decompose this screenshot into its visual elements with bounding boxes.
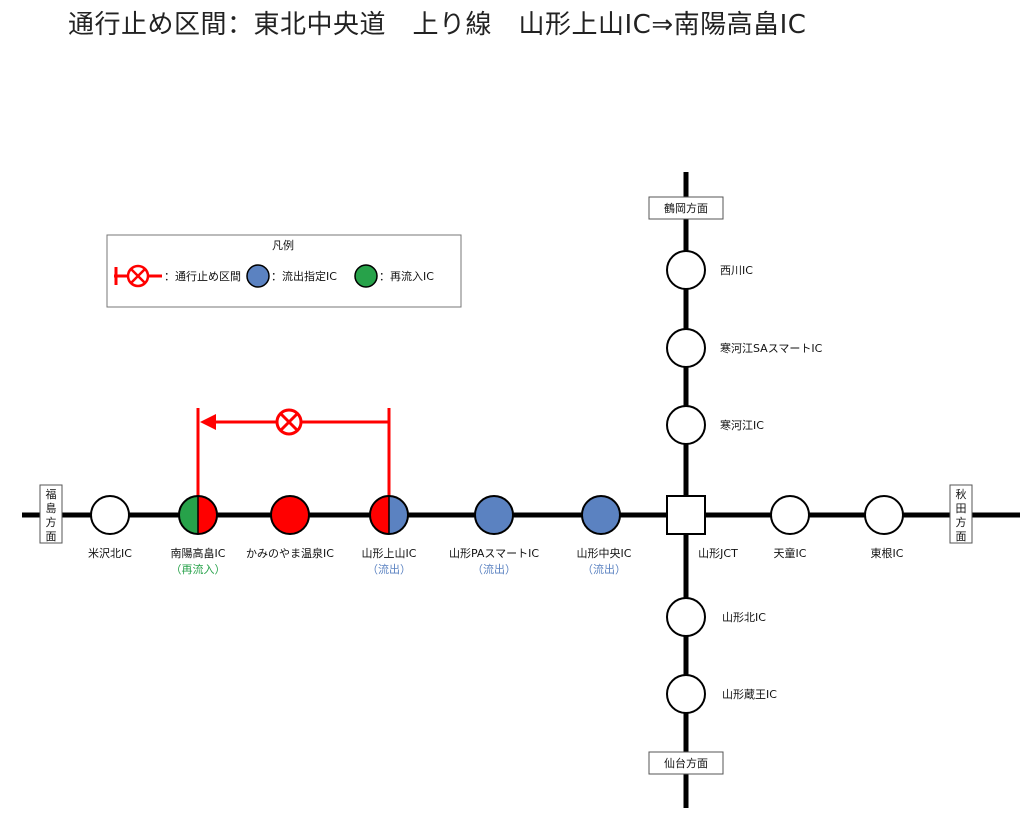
direction-east-label: 秋田方面 xyxy=(956,487,967,543)
node-nanyo-takahata xyxy=(178,495,218,535)
closure-arrow-head xyxy=(200,414,216,430)
node-nanyo-takahata-label: 南陽高畠IC xyxy=(171,546,226,560)
direction-south: 仙台方面 xyxy=(648,751,724,775)
node-yamagata-pa-smart-label: 山形PAスマートIC xyxy=(449,547,539,560)
closure-cross-icon xyxy=(275,408,303,436)
legend-exit-icon xyxy=(246,264,270,288)
node-kaminoyama-onsen-label: かみのやま温泉IC xyxy=(246,546,334,560)
node-yamagata-kita-label: 山形北IC xyxy=(722,611,766,624)
node-yamagata-jct-label: 山形JCT xyxy=(698,547,738,560)
node-nishikawa-label: 西川IC xyxy=(720,264,753,277)
node-sagae-sa-smart xyxy=(666,328,706,368)
node-yamagata-kaminoyama-right xyxy=(389,496,408,534)
node-tendo xyxy=(770,495,810,535)
node-sagae-sa-smart-label: 寒河江SAスマートIC xyxy=(720,341,823,355)
closure-span xyxy=(196,408,391,500)
legend-closed-label: ：通行止め区間 xyxy=(164,270,241,283)
node-sagae xyxy=(666,405,706,445)
node-yamagata-kaminoyama-label: 山形上山IC xyxy=(362,547,417,560)
node-nanyo-takahata-right xyxy=(198,496,217,534)
node-yamagata-jct xyxy=(666,495,706,535)
node-nanyo-takahata-left xyxy=(179,496,198,534)
legend-reentry-label: ：再流入IC xyxy=(379,269,434,283)
node-nishikawa xyxy=(666,250,706,290)
node-yamagata-zao xyxy=(666,674,706,714)
direction-north-label: 鶴岡方面 xyxy=(664,201,708,215)
node-yamagata-pa-smart xyxy=(474,495,514,535)
direction-east: 秋田方面 xyxy=(949,484,973,544)
direction-south-label: 仙台方面 xyxy=(664,756,708,770)
node-kaminoyama-onsen xyxy=(270,495,310,535)
direction-north: 鶴岡方面 xyxy=(648,196,724,220)
direction-west-label: 福島方面 xyxy=(46,487,57,543)
node-yamagata-kaminoyama xyxy=(369,495,409,535)
node-higashine xyxy=(864,495,904,535)
node-yamagata-kaminoyama-left xyxy=(370,496,389,534)
node-yamagata-pa-smart-sub: （流出） xyxy=(472,562,516,576)
legend: 凡例 ：通行止め区間 ：流出指定IC ：再流入IC xyxy=(106,234,462,308)
direction-west: 福島方面 xyxy=(39,484,63,544)
legend-title: 凡例 xyxy=(272,238,294,252)
node-tendo-label: 天童IC xyxy=(774,546,807,560)
node-yamagata-zao-label: 山形蔵王IC xyxy=(722,688,777,701)
node-yamagata-chuo-label: 山形中央IC xyxy=(577,547,632,560)
page-title: 通行止め区間：東北中央道 上り線 山形上山IC⇒南陽高畠IC xyxy=(68,10,807,40)
node-yonezawa-kita-label: 米沢北IC xyxy=(88,546,132,560)
legend-frame xyxy=(106,234,462,308)
node-yamagata-chuo xyxy=(581,495,621,535)
node-yamagata-kaminoyama-sub: （流出） xyxy=(367,562,411,576)
legend-reentry-icon xyxy=(354,264,378,288)
node-yamagata-chuo-sub: （流出） xyxy=(582,562,626,576)
node-sagae-label: 寒河江IC xyxy=(720,418,764,432)
node-nanyo-takahata-sub: （再流入） xyxy=(171,562,226,576)
node-higashine-label: 東根IC xyxy=(871,546,904,560)
node-yamagata-kita xyxy=(666,597,706,637)
node-yonezawa-kita xyxy=(90,495,130,535)
legend-closed-icon xyxy=(114,264,162,288)
legend-exit-label: ：流出指定IC xyxy=(271,269,337,283)
